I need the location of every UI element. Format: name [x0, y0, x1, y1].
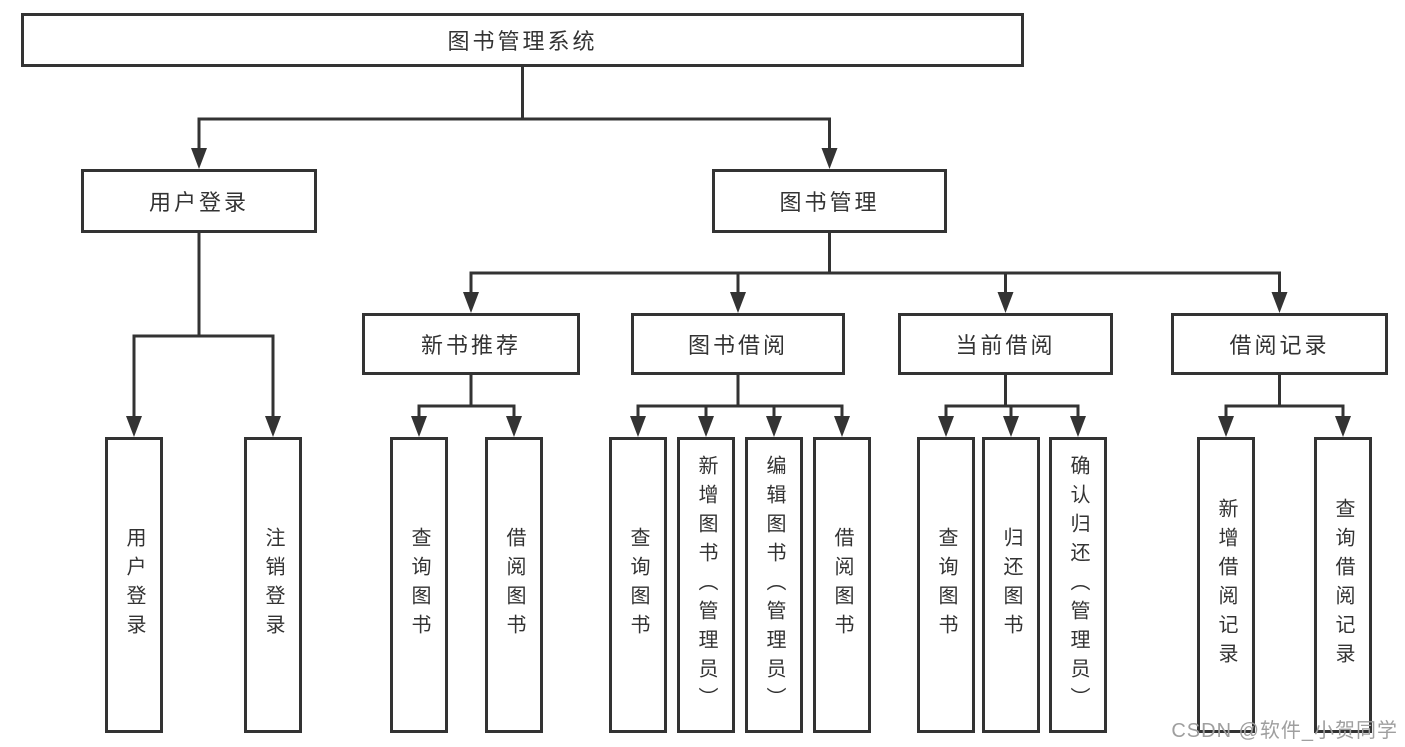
leaf-user-login-label: 用户登录 [123, 527, 145, 643]
leaf-query-books-recommend: 查询图书 [390, 437, 448, 733]
node-borrow-records-label: 借阅记录 [1229, 333, 1330, 358]
leaf-edit-book-admin-label: 编辑图书（管理员） [763, 454, 785, 716]
leaf-add-book-admin: 新增图书（管理员） [677, 437, 735, 733]
csdn-watermark: CSDN @软件_小贺同学 [1171, 720, 1398, 742]
node-user-login-label: 用户登录 [148, 190, 249, 215]
node-root: 图书管理系统 [21, 13, 1024, 67]
leaf-query-borrow-record: 查询借阅记录 [1314, 437, 1372, 733]
leaf-logout-label: 注销登录 [262, 527, 284, 643]
leaf-user-login: 用户登录 [105, 437, 163, 733]
leaf-query-books-recommend-label: 查询图书 [408, 527, 430, 643]
node-book-borrowing: 图书借阅 [631, 313, 845, 375]
node-book-borrowing-label: 图书借阅 [687, 333, 788, 358]
node-new-book-recommend-label: 新书推荐 [420, 333, 521, 358]
leaf-query-borrow-record-label: 查询借阅记录 [1332, 498, 1354, 672]
leaf-query-books-borrowing-label: 查询图书 [627, 527, 649, 643]
node-new-book-recommend: 新书推荐 [362, 313, 580, 375]
leaf-add-borrow-record: 新增借阅记录 [1197, 437, 1255, 733]
leaf-query-books-current: 查询图书 [917, 437, 975, 733]
leaf-borrow-books-borrowing-label: 借阅图书 [831, 527, 853, 643]
leaf-borrow-books-recommend-label: 借阅图书 [503, 527, 525, 643]
node-root-label: 图书管理系统 [447, 29, 598, 54]
node-user-login: 用户登录 [81, 169, 317, 233]
node-current-borrowing-label: 当前借阅 [955, 333, 1056, 358]
node-book-management-label: 图书管理 [779, 190, 880, 215]
node-current-borrowing: 当前借阅 [898, 313, 1113, 375]
leaf-borrow-books-recommend: 借阅图书 [485, 437, 543, 733]
leaf-add-borrow-record-label: 新增借阅记录 [1215, 498, 1237, 672]
leaf-return-books: 归还图书 [982, 437, 1040, 733]
leaf-confirm-return-admin-label: 确认归还（管理员） [1067, 454, 1089, 716]
node-book-management: 图书管理 [712, 169, 947, 233]
leaf-query-books-borrowing: 查询图书 [609, 437, 667, 733]
leaf-add-book-admin-label: 新增图书（管理员） [695, 454, 717, 716]
leaf-borrow-books-borrowing: 借阅图书 [813, 437, 871, 733]
leaf-confirm-return-admin: 确认归还（管理员） [1049, 437, 1107, 733]
node-borrow-records: 借阅记录 [1171, 313, 1388, 375]
leaf-edit-book-admin: 编辑图书（管理员） [745, 437, 803, 733]
leaf-return-books-label: 归还图书 [1000, 527, 1022, 643]
leaf-logout: 注销登录 [244, 437, 302, 733]
leaf-query-books-current-label: 查询图书 [935, 527, 957, 643]
